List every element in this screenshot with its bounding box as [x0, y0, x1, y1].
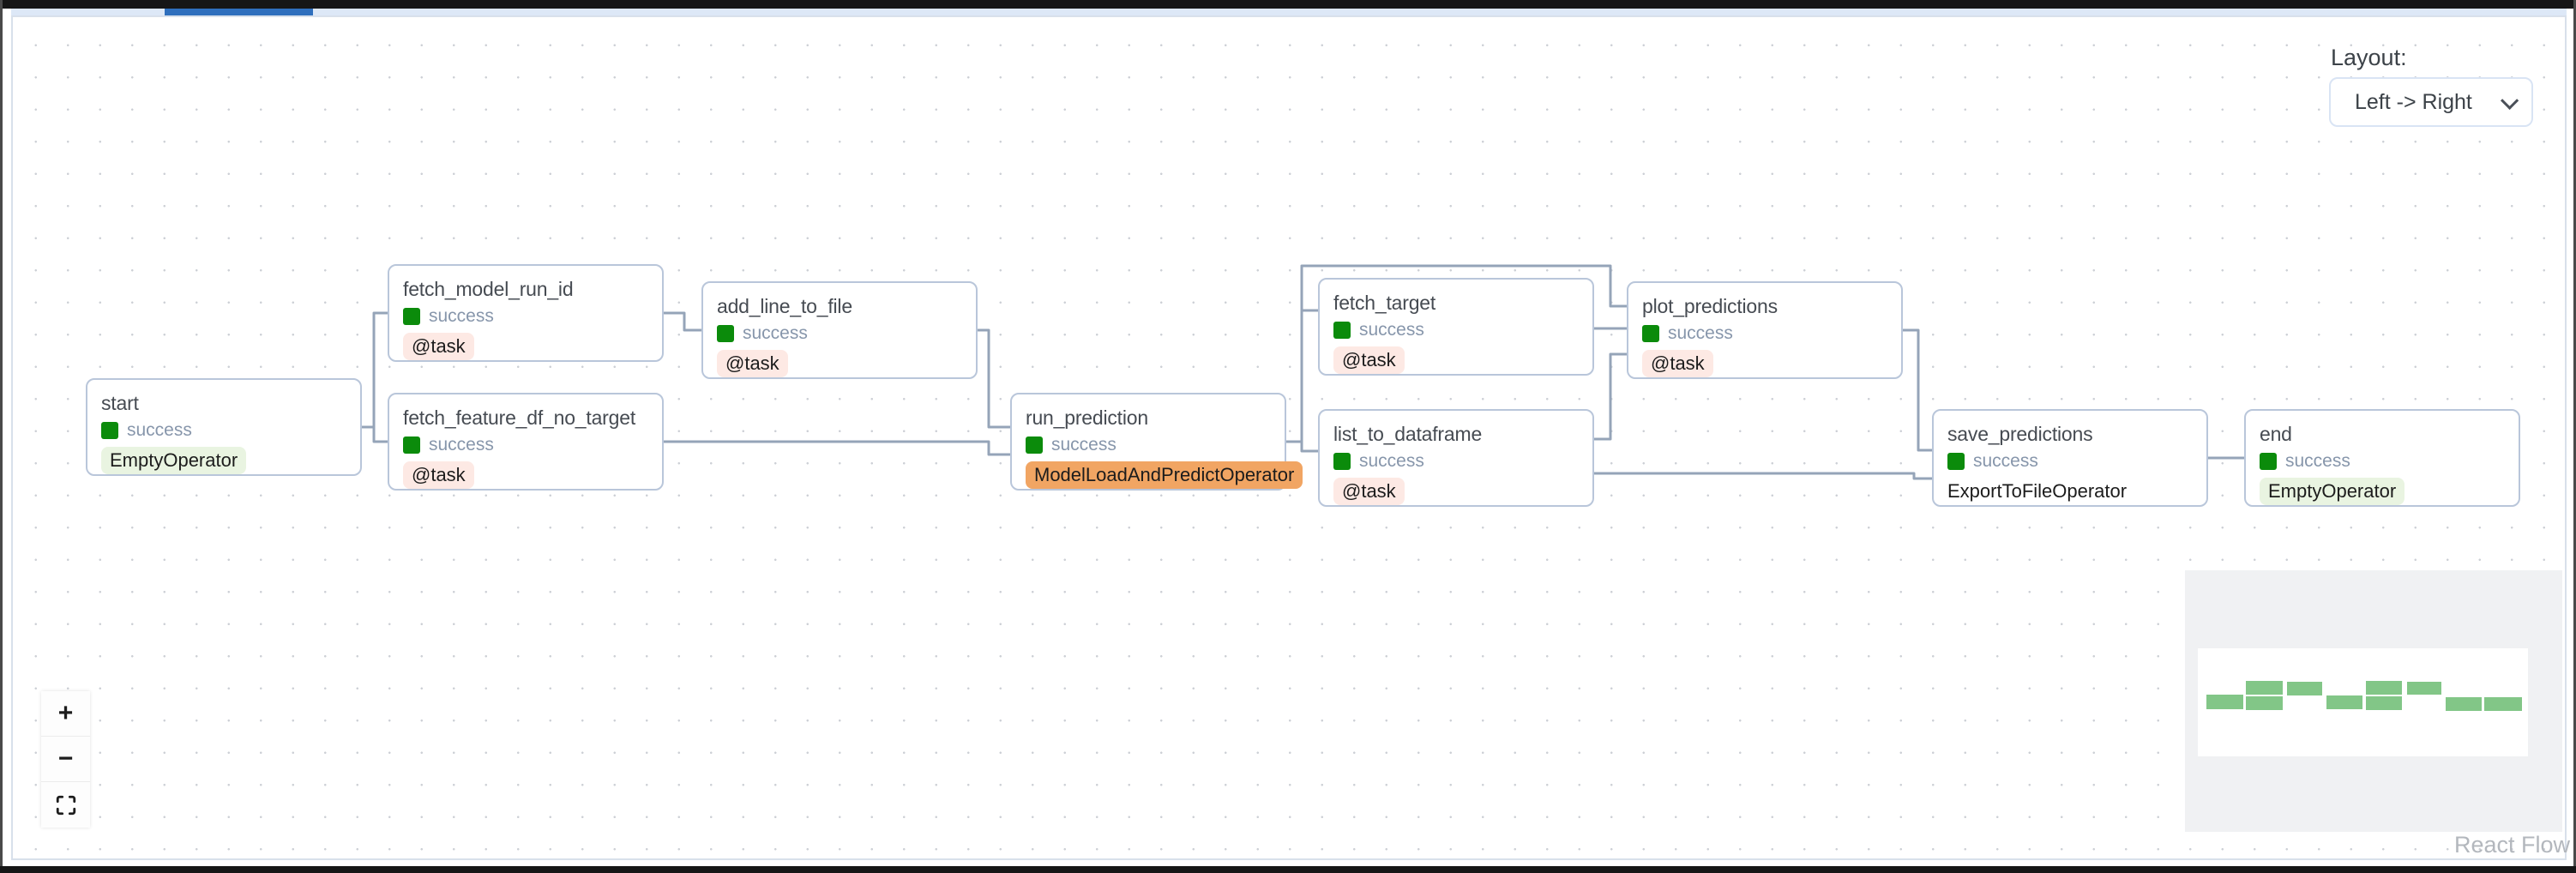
node-status: success	[101, 418, 346, 443]
status-success-icon	[403, 436, 420, 454]
layout-direction-value: Left -> Right	[2355, 89, 2472, 114]
react-flow-attribution-link[interactable]: React Flow	[2454, 832, 2571, 858]
status-success-icon	[1333, 322, 1351, 339]
status-success-icon	[403, 308, 420, 325]
node-status: success	[1642, 322, 1887, 346]
operator-badge: ModelLoadAndPredictOperator	[1026, 461, 1303, 489]
status-label: success	[429, 306, 494, 326]
minimap-node-end	[2484, 697, 2522, 711]
chevron-down-icon	[2501, 91, 2519, 110]
minimap-node-fetch_model_run_id	[2246, 681, 2283, 695]
node-title: plot_predictions	[1642, 295, 1778, 317]
node-status: success	[403, 433, 648, 457]
status-success-icon	[1642, 325, 1659, 342]
zoom-controls: + −	[41, 691, 90, 828]
node-title: list_to_dataframe	[1333, 423, 1483, 445]
status-success-icon	[2260, 453, 2277, 470]
status-label: success	[429, 435, 494, 455]
minimap-node-list_to_dataframe	[2366, 696, 2402, 710]
window-frame-left	[0, 0, 3, 873]
minimap-node-fetch_target	[2366, 681, 2402, 695]
minimap-node-start	[2206, 695, 2243, 709]
status-label: success	[127, 420, 192, 440]
status-success-icon	[1333, 453, 1351, 470]
node-status: success	[2260, 449, 2505, 473]
status-success-icon	[1947, 453, 1965, 470]
node-title: fetch_model_run_id	[403, 278, 574, 300]
status-label: success	[1359, 451, 1424, 471]
node-status: success	[403, 304, 648, 328]
node-title: add_line_to_file	[717, 295, 852, 317]
status-success-icon	[1026, 436, 1043, 454]
operator-badge: @task	[1333, 478, 1405, 505]
horizontal-scrollbar-thumb[interactable]	[165, 9, 313, 15]
operator-badge: EmptyOperator	[2260, 478, 2405, 505]
zoom-in-button[interactable]: +	[41, 691, 90, 737]
fit-view-icon	[56, 795, 75, 815]
node-status: success	[1333, 449, 1579, 473]
operator-badge: @task	[717, 350, 788, 377]
status-label: success	[743, 323, 808, 343]
layout-direction-select[interactable]: Left -> Right	[2329, 77, 2533, 127]
operator-badge: ExportToFileOperator	[1947, 480, 2128, 502]
layout-label: Layout:	[2331, 45, 2407, 70]
node-title: fetch_feature_df_no_target	[403, 406, 636, 429]
status-label: success	[1359, 320, 1424, 340]
status-success-icon	[717, 325, 734, 342]
minimap-node-plot_predictions	[2407, 682, 2441, 695]
minimap-node-run_prediction	[2326, 695, 2362, 709]
minimap-node-save_predictions	[2446, 697, 2482, 711]
operator-badge: @task	[403, 333, 474, 360]
plus-icon: +	[57, 699, 74, 727]
fit-view-button[interactable]	[41, 782, 90, 828]
status-label: success	[1973, 451, 2038, 471]
node-title: run_prediction	[1026, 406, 1148, 429]
node-title: fetch_target	[1333, 292, 1436, 314]
operator-badge: EmptyOperator	[101, 447, 247, 474]
status-success-icon	[101, 422, 118, 439]
window-frame-bottom	[0, 866, 2576, 873]
minimap[interactable]	[2185, 570, 2562, 832]
node-title: save_predictions	[1947, 423, 2093, 445]
zoom-out-button[interactable]: −	[41, 737, 90, 782]
operator-badge: @task	[1642, 350, 1713, 377]
node-title: end	[2260, 423, 2292, 445]
status-label: success	[1668, 323, 1733, 343]
node-status: success	[1333, 318, 1579, 342]
operator-badge: @task	[1333, 346, 1405, 374]
node-status: success	[717, 322, 962, 346]
node-title: start	[101, 392, 139, 414]
minimap-node-add_line_to_file	[2287, 682, 2322, 695]
minimap-node-fetch_feature_df_no_target	[2246, 696, 2283, 710]
minus-icon: −	[57, 744, 74, 773]
window-frame-right	[2573, 0, 2576, 873]
window-frame-top	[0, 0, 2576, 9]
node-status: success	[1026, 433, 1271, 457]
operator-badge: @task	[403, 461, 474, 489]
status-label: success	[1051, 435, 1116, 455]
node-status: success	[1947, 449, 2193, 473]
status-label: success	[2285, 451, 2350, 471]
dag-graph-canvas[interactable]	[11, 15, 2567, 860]
horizontal-scrollbar-track[interactable]	[11, 9, 2567, 15]
